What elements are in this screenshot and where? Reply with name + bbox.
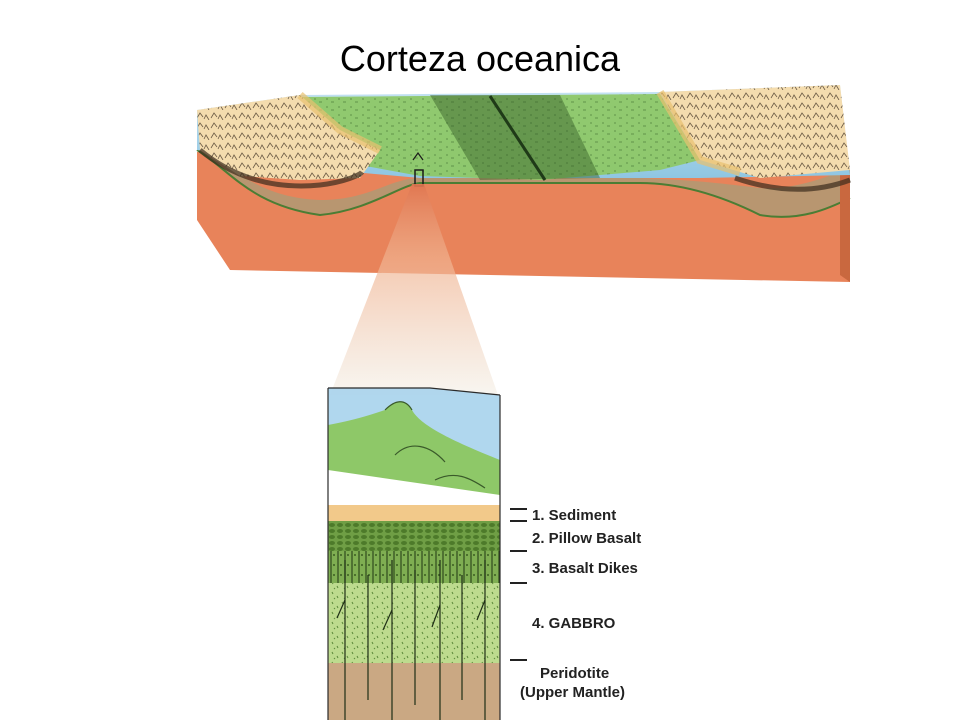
label-peridotite: Peridotite <box>540 665 610 682</box>
page-title: Corteza oceanica <box>339 38 621 79</box>
continent-right <box>660 85 850 178</box>
continent-left <box>197 95 380 180</box>
block-diagram <box>196 85 851 282</box>
seafloor-top <box>300 94 700 180</box>
label-pillow-basalt: 2. Pillow Basalt <box>532 530 642 547</box>
layer-gabbro <box>328 583 500 663</box>
zoom-beam <box>330 184 498 395</box>
label-sediment: 1. Sediment <box>532 507 617 524</box>
layer-peridotite <box>328 663 500 720</box>
layer-basalt-dikes <box>328 551 500 583</box>
label-gabbro: 4. GABBRO <box>532 615 616 632</box>
crust-column <box>327 387 501 720</box>
ridge <box>430 95 600 180</box>
layer-sediment <box>328 505 500 521</box>
layer-ticks <box>510 508 527 661</box>
label-upper-mantle: (Upper Mantle) <box>520 684 625 701</box>
label-basalt-dikes: 3. Basalt Dikes <box>532 560 638 577</box>
layer-pillow-basalt <box>328 521 500 551</box>
block-side <box>840 170 850 282</box>
